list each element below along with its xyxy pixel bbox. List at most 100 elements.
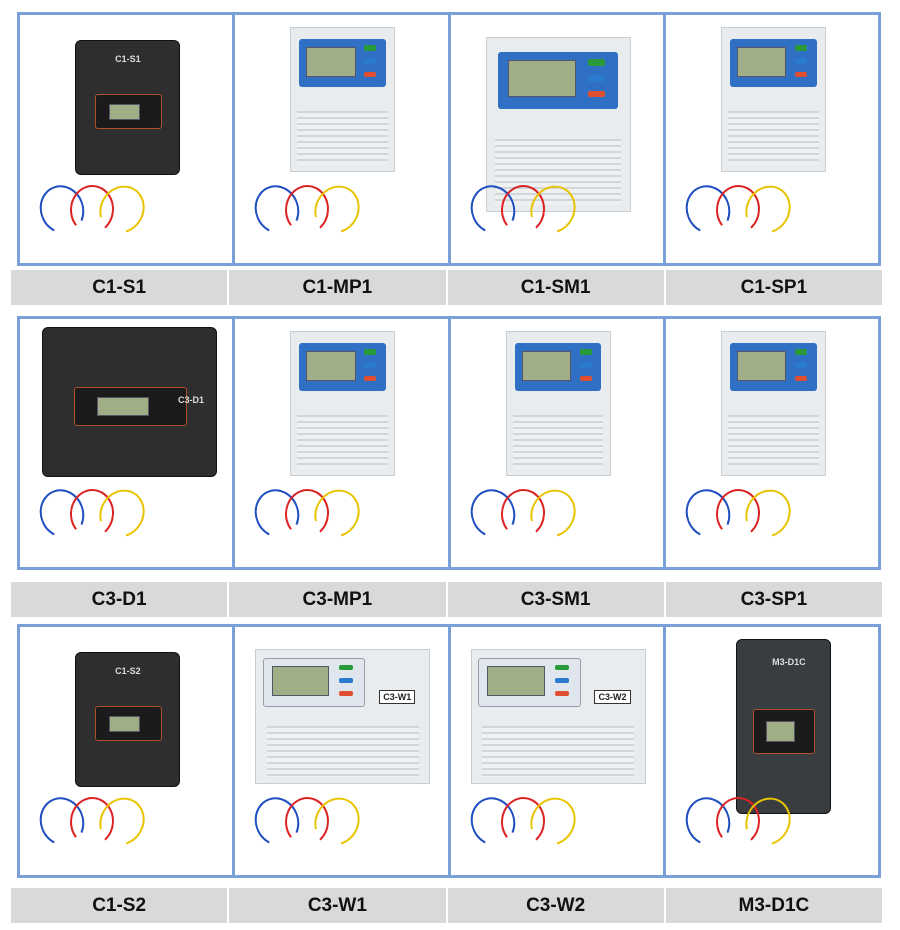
lcd-screen	[766, 721, 796, 743]
control-button	[554, 677, 569, 684]
control-button	[579, 375, 592, 382]
control-button	[588, 74, 605, 82]
control-button	[579, 362, 592, 368]
control-button	[339, 690, 354, 697]
display-panel	[94, 94, 163, 130]
controller-device: C3-W2	[470, 649, 646, 784]
control-button	[364, 349, 377, 355]
lcd-screen	[306, 350, 356, 381]
product-name: C1-MP1	[229, 270, 446, 305]
product-name: C3-SM1	[447, 582, 664, 617]
vent-ribs	[727, 414, 819, 469]
control-button	[364, 362, 377, 368]
product-name: C1-SP1	[665, 270, 882, 305]
product-row: C1-S1	[17, 12, 881, 266]
display-panel	[514, 343, 602, 391]
display-panel	[74, 387, 187, 427]
display-panel	[299, 343, 386, 391]
control-button	[794, 375, 807, 382]
device-label: C3-W2	[594, 689, 631, 704]
display-panel	[729, 343, 817, 391]
controller-device: C1-S2	[75, 652, 180, 787]
lcd-screen	[306, 46, 356, 77]
product-name: C3-W1	[229, 888, 446, 923]
product-image	[665, 15, 878, 263]
product-image: C1-S2	[20, 627, 236, 875]
lcd-screen	[272, 665, 330, 696]
display-panel	[299, 39, 386, 87]
controller-device: C1-S1	[75, 40, 180, 175]
control-button	[364, 71, 377, 78]
lcd-screen	[736, 46, 787, 77]
controller-device	[720, 27, 826, 172]
lcd-screen	[108, 103, 141, 121]
vent-ribs	[727, 110, 819, 165]
lcd-screen	[507, 60, 576, 97]
control-button	[339, 677, 354, 684]
product-image: C1-S1	[20, 15, 236, 263]
control-button	[364, 58, 377, 64]
product-image	[450, 15, 666, 263]
vent-ribs	[495, 139, 621, 205]
lcd-screen	[521, 350, 572, 381]
control-button	[588, 58, 605, 66]
product-image	[665, 319, 878, 567]
product-image: C3-W1	[235, 627, 451, 875]
vent-ribs	[512, 414, 604, 469]
product-name: C3-W2	[447, 888, 664, 923]
product-name: C1-S1	[11, 270, 228, 305]
controller-device: C3-W1	[255, 649, 431, 784]
product-image	[450, 319, 666, 567]
control-button	[794, 362, 807, 368]
display-panel	[497, 51, 619, 109]
product-name: C3-MP1	[229, 582, 446, 617]
vent-ribs	[297, 110, 389, 165]
product-image	[235, 15, 451, 263]
product-image: C3-D1	[20, 319, 236, 567]
product-name: M3-D1C	[665, 888, 882, 923]
device-label: C1-S1	[115, 54, 141, 65]
display-panel	[94, 706, 163, 742]
control-button	[794, 349, 807, 355]
display-panel	[753, 709, 815, 755]
control-button	[794, 58, 807, 64]
vent-ribs	[266, 726, 419, 777]
control-button	[554, 690, 569, 697]
product-name: C1-SM1	[447, 270, 664, 305]
controller-device	[290, 27, 396, 172]
lcd-screen	[108, 715, 141, 733]
controller-device: M3-D1C	[735, 639, 831, 814]
display-panel	[729, 39, 817, 87]
controller-device	[720, 331, 826, 476]
product-name: C3-SP1	[665, 582, 882, 617]
control-button	[339, 664, 354, 671]
product-image: C3-W2	[450, 627, 666, 875]
device-label: M3-D1C	[772, 657, 806, 668]
control-button	[364, 375, 377, 382]
product-image	[235, 319, 451, 567]
control-button	[364, 45, 377, 51]
vent-ribs	[297, 414, 389, 469]
controller-device: C3-D1	[42, 327, 217, 477]
controller-device	[290, 331, 396, 476]
control-button	[794, 71, 807, 78]
control-button	[554, 664, 569, 671]
display-panel	[263, 657, 366, 707]
device-label: C1-S2	[115, 666, 141, 677]
controller-device	[505, 331, 611, 476]
lcd-screen	[736, 350, 787, 381]
lcd-screen	[97, 397, 150, 417]
device-label: C3-W1	[379, 689, 416, 704]
control-button	[588, 90, 605, 98]
vent-ribs	[481, 726, 635, 777]
control-button	[579, 349, 592, 355]
controller-device	[485, 37, 631, 212]
display-panel	[478, 657, 581, 707]
product-name: C1-S2	[11, 888, 228, 923]
product-name: C3-D1	[11, 582, 228, 617]
lcd-screen	[487, 665, 545, 696]
